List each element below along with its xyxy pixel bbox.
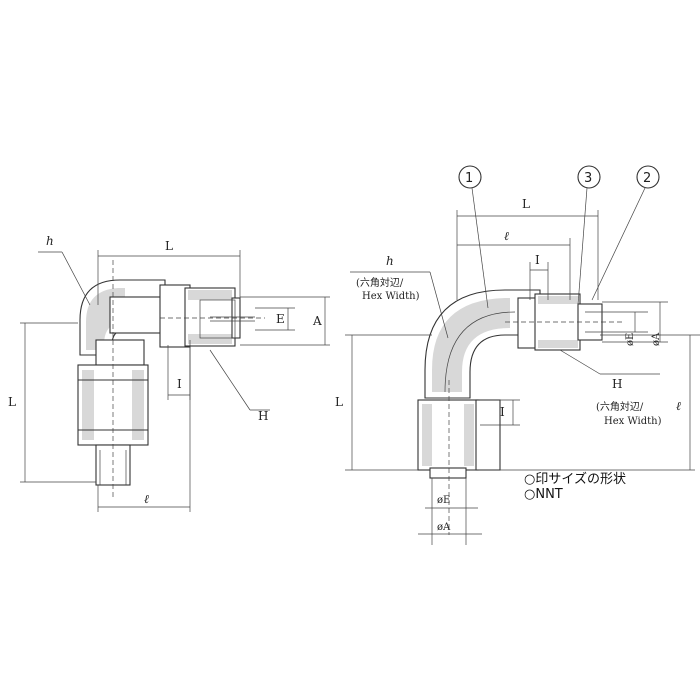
left-A-label: A xyxy=(312,314,322,328)
right-l-side-label: ℓ xyxy=(676,399,681,413)
callout-1-circle xyxy=(458,165,482,189)
left-E-label: E xyxy=(276,312,285,326)
right-E-bottom-label: øE xyxy=(437,495,450,506)
left-I-label: I xyxy=(177,377,182,391)
right-I-side-label: I xyxy=(500,405,505,419)
right-dimensions: L ℓ I h (六角対辺/ Hex Width) øE øA H (六角対辺/… xyxy=(335,197,700,545)
right-hex-jp-1: (六角対辺/ xyxy=(356,276,404,289)
right-hex-jp-2: (六角対辺/ xyxy=(596,400,644,413)
left-elbow-fitting xyxy=(77,260,265,500)
callout-3: 3 xyxy=(584,171,592,186)
callout-1: 1 xyxy=(465,171,473,186)
right-elbow-fitting xyxy=(417,289,625,535)
callout-2-circle xyxy=(636,165,660,189)
callout-3-circle xyxy=(577,165,601,189)
left-H-label: H xyxy=(258,409,268,423)
left-L-top-label: L xyxy=(165,239,173,253)
right-l-top-label: ℓ xyxy=(504,229,509,243)
right-hex-en-1: Hex Width) xyxy=(362,291,420,302)
right-I-top-label: I xyxy=(535,253,540,267)
legend-line-1: ○印サイズの形状 xyxy=(524,472,626,487)
right-H-label: H xyxy=(612,377,622,391)
callout-2: 2 xyxy=(643,171,651,186)
right-hex-en-2: Hex Width) xyxy=(604,416,662,427)
legend-line-2: ○NNT xyxy=(524,487,563,502)
left-l-label: ℓ xyxy=(144,492,149,506)
right-A-bottom-label: øA xyxy=(437,522,451,533)
right-h-label: h xyxy=(386,254,394,268)
right-L-top-label: L xyxy=(522,197,530,211)
right-L-side-label: L xyxy=(335,395,343,409)
left-L-side-label: L xyxy=(8,395,16,409)
right-E-label: øE xyxy=(625,333,636,346)
right-A-label: øA xyxy=(651,332,662,346)
callouts: 1 3 2 xyxy=(458,165,660,309)
left-dimensions: L h L E A I H ℓ xyxy=(8,234,330,512)
left-h-label: h xyxy=(46,234,54,248)
